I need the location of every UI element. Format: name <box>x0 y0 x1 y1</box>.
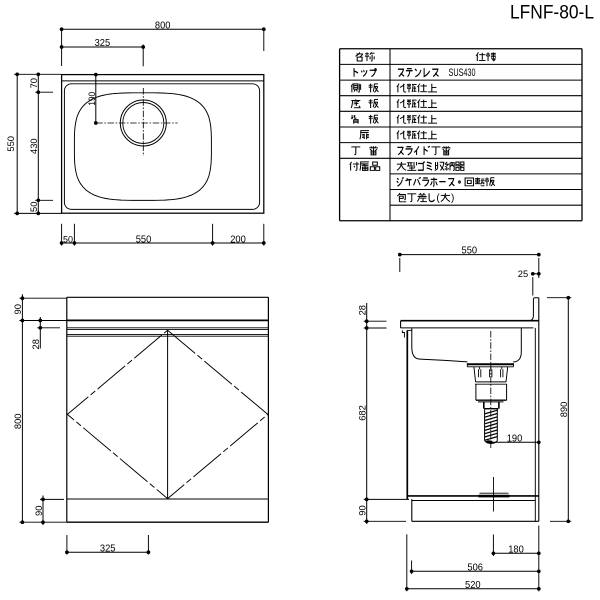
svg-text:800: 800 <box>155 19 171 31</box>
svg-text:LFNF-80-L: LFNF-80-L <box>510 1 594 23</box>
svg-text:520: 520 <box>465 579 481 591</box>
svg-text:70: 70 <box>29 78 40 88</box>
svg-text:SUS430: SUS430 <box>449 67 476 79</box>
svg-text:190: 190 <box>87 92 98 106</box>
svg-text:325: 325 <box>100 542 116 554</box>
svg-text:(: ( <box>436 193 440 204</box>
svg-text:550: 550 <box>6 136 17 152</box>
svg-text:190: 190 <box>507 432 523 444</box>
svg-text:90: 90 <box>34 506 45 516</box>
svg-text:325: 325 <box>95 37 111 49</box>
svg-text:28: 28 <box>358 305 369 315</box>
svg-text:90: 90 <box>13 304 24 314</box>
svg-text:200: 200 <box>230 233 246 245</box>
svg-text:50: 50 <box>29 202 40 212</box>
svg-text:682: 682 <box>358 405 369 421</box>
svg-text:90: 90 <box>358 505 369 515</box>
svg-text:430: 430 <box>29 138 40 154</box>
svg-text:550: 550 <box>136 233 152 245</box>
svg-text:550: 550 <box>462 245 478 257</box>
svg-text:180: 180 <box>508 543 524 555</box>
svg-text:800: 800 <box>13 414 24 430</box>
svg-text:506: 506 <box>467 561 483 573</box>
svg-text:50: 50 <box>63 234 73 245</box>
svg-text:25: 25 <box>518 269 528 280</box>
svg-text:): ) <box>451 193 454 204</box>
svg-text:28: 28 <box>31 339 42 349</box>
svg-text:890: 890 <box>559 402 570 418</box>
